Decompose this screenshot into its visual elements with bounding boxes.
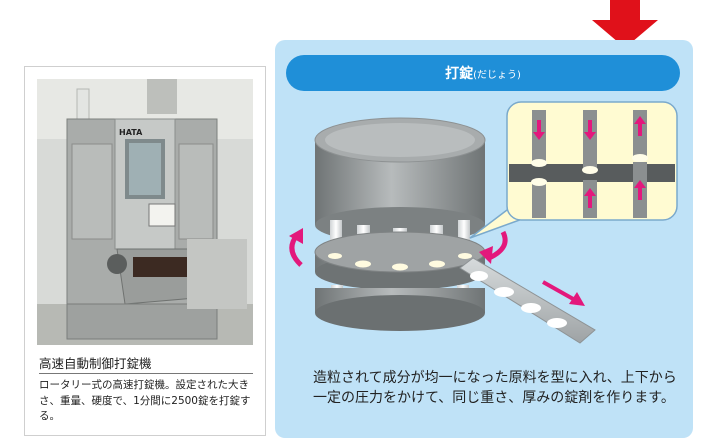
tablet-press-diagram — [289, 101, 678, 344]
process-title-bar: 打錠(だじょう) — [286, 55, 680, 91]
die-table — [314, 231, 486, 290]
rotate-right-arrowhead-icon — [479, 246, 493, 264]
rotate-right-arrow-icon — [487, 230, 508, 261]
punch-detail-callout — [469, 101, 678, 239]
process-title-reading: (だじょう) — [473, 70, 521, 81]
eject-direction-arrowhead-icon — [569, 292, 585, 306]
caption-divider — [39, 373, 253, 374]
lower-punch-drum — [315, 288, 485, 331]
rotate-left-arrowhead-icon — [289, 228, 303, 244]
down-arrow-icon — [592, 0, 658, 48]
tablet-chute — [459, 257, 596, 344]
machine-brand-label: HATA — [119, 128, 143, 137]
photo-caption-title: 高速自動制御打錠機 — [39, 356, 152, 371]
photo-caption-description: ロータリー式の高速打錠機。設定された大きさ、重量、硬度で、1分間に2500錠を打… — [39, 379, 251, 422]
tablet-press-machine-photo: HATA — [37, 79, 253, 345]
eject-direction-line — [542, 280, 576, 302]
process-description: 造粒されて成分が均一になった原料を型に入れ、上下から一定の圧力をかけて、同じ重さ… — [313, 370, 677, 406]
photo-card: HATA 高速自動制御打錠機 ロータリー式の高速打錠機。設定された大きさ、重量、… — [24, 66, 266, 436]
process-title: 打錠 — [445, 66, 474, 82]
